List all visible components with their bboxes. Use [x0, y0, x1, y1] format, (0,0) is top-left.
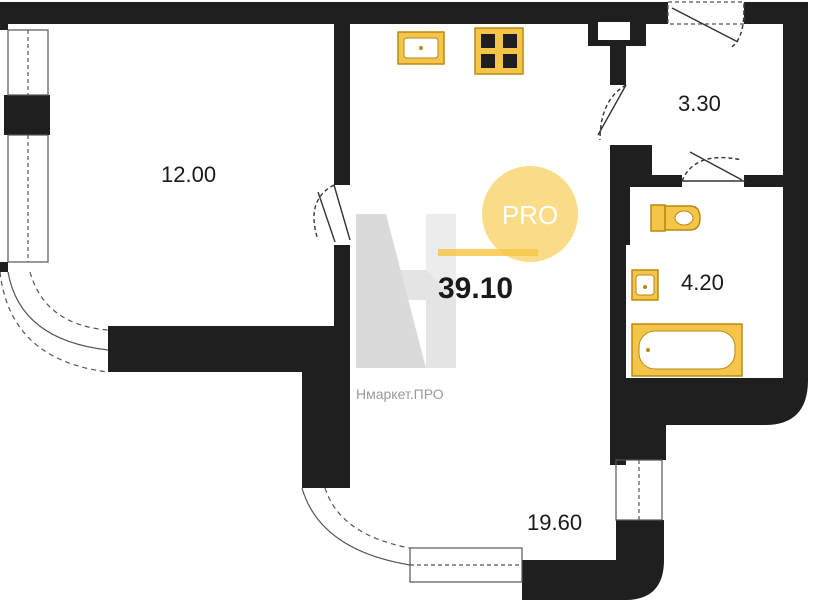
stove — [474, 27, 524, 75]
bathroom-sink — [631, 269, 659, 301]
brand-logo — [356, 214, 456, 368]
pro-badge-text: PRO — [502, 200, 558, 230]
living-room-area: 12.00 — [161, 162, 216, 187]
toilet — [650, 204, 701, 232]
bathroom-area: 4.20 — [681, 270, 724, 295]
bathtub — [631, 323, 743, 377]
doors — [313, 3, 745, 243]
pro-underline — [438, 249, 538, 256]
shaft-void — [598, 22, 630, 40]
kitchen-sink — [397, 31, 445, 65]
brand-text: Нмаркет.ПРО — [356, 386, 444, 402]
pro-badge — [482, 166, 578, 262]
total-area: 39.10 — [438, 272, 513, 305]
main-room-area: 19.60 — [527, 510, 582, 535]
storage-area: 3.30 — [678, 91, 721, 116]
windows — [0, 1, 745, 583]
